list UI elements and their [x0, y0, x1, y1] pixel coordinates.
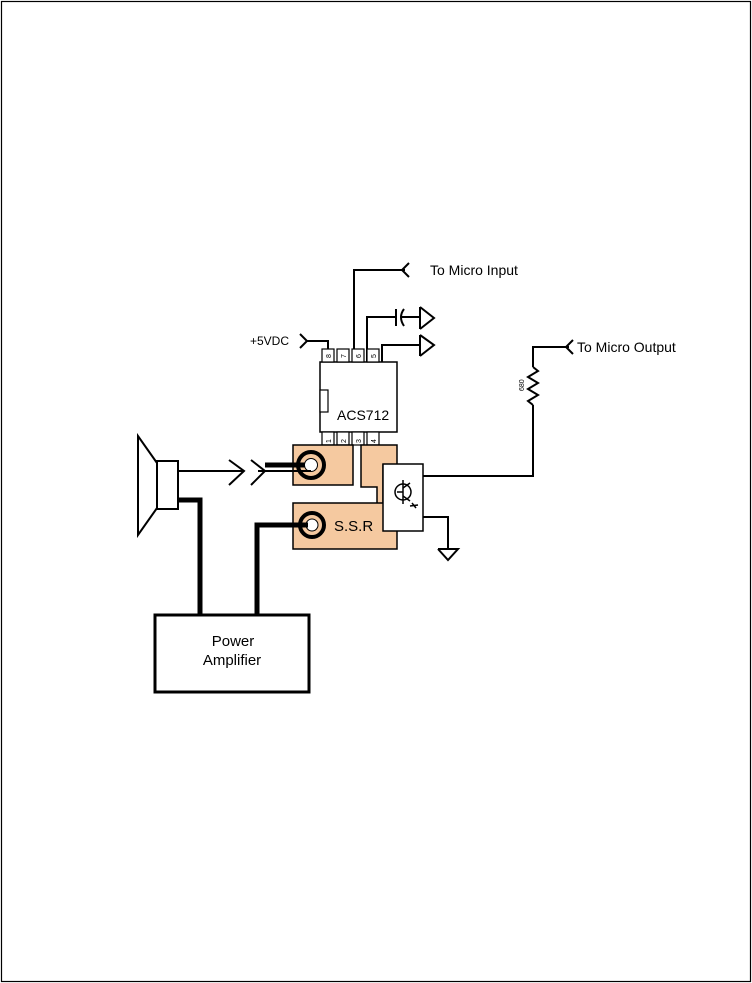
capacitor-ground-connection — [366, 306, 436, 362]
pin-5-label: 5 — [371, 354, 378, 358]
speaker-icon — [137, 432, 179, 539]
pin-1-label: 1 — [326, 439, 333, 443]
pin-6-label: 6 — [356, 354, 363, 358]
pin-4-label: 4 — [371, 439, 378, 443]
supply-label: +5VDC — [250, 334, 289, 348]
micro-input-label: To Micro Input — [430, 262, 518, 278]
phototransistor-icon — [394, 480, 419, 509]
speaker-return-wire — [178, 497, 203, 615]
pin-8-label: 8 — [326, 354, 333, 358]
pin-3-label: 3 — [356, 439, 363, 443]
speaker-signal-wire — [178, 459, 311, 486]
chip-notch — [319, 389, 329, 413]
ssr-module — [382, 463, 424, 532]
micro-input-connection — [353, 262, 410, 362]
amplifier-label-line2: Amplifier — [203, 652, 261, 669]
pin5-ground-connection — [381, 334, 436, 362]
ssr-terminal: S.S.R — [292, 502, 398, 550]
power-amplifier: Power Amplifier — [153, 613, 311, 694]
acs712-label: ACS712 — [337, 407, 389, 423]
ssr-to-amplifier-wire — [254, 522, 308, 615]
ssr-label: S.S.R — [334, 518, 373, 535]
pin-7-label: 7 — [341, 354, 348, 358]
ssr-ground-connection — [423, 516, 461, 562]
micro-output-label: To Micro Output — [577, 339, 676, 355]
amplifier-label-line1: Power — [212, 633, 255, 650]
resistor-zigzag — [526, 366, 540, 406]
resistor-value: 680 — [519, 379, 526, 391]
chip-top-pins — [321, 348, 380, 363]
acs712-chip: ACS712 — [319, 361, 398, 433]
pin-2-label: 2 — [341, 439, 348, 443]
micro-output-connection — [423, 339, 574, 477]
